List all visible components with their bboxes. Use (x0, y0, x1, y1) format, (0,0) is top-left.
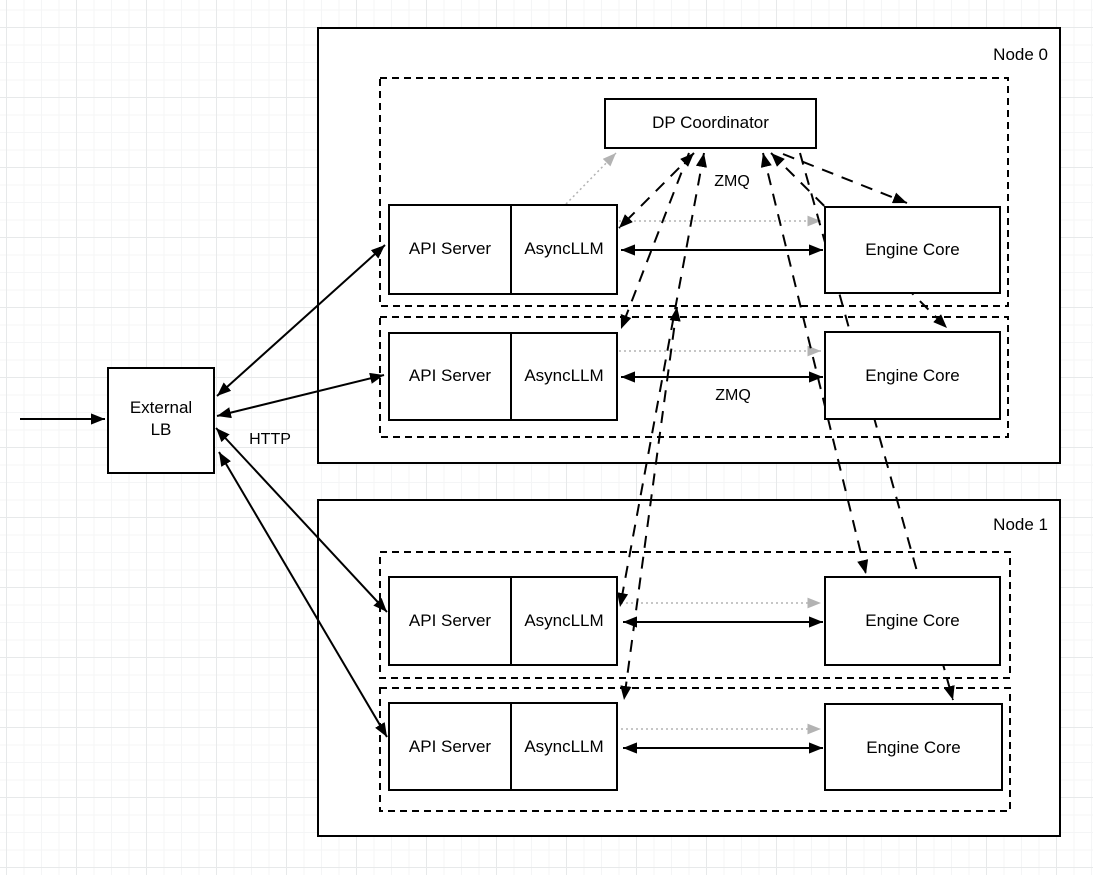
engine-core-label-n0r1: Engine Core (865, 240, 960, 259)
zmq-edge-label-row2: ZMQ (715, 387, 751, 404)
dotted-arrow-asyncllm-to-coordinator (565, 152, 617, 205)
engine-core-box-n1r2 (824, 703, 1003, 791)
dp-coordinator-label: DP Coordinator (652, 113, 769, 132)
engine-core-box-n0r1 (824, 206, 1001, 294)
api-asyncllm-box-n1r1 (388, 576, 618, 666)
arrow-lb-api-n0r2 (216, 372, 385, 419)
api-asyncllm-box-n1r2 (388, 702, 618, 791)
engine-core-label-n0r2: Engine Core (865, 366, 960, 385)
external-lb-line2: LB (150, 420, 172, 439)
external-lb-line1: External (129, 398, 193, 417)
arrow-lb-api-n1r2 (218, 451, 388, 738)
api-server-label-n1r2: API Server (408, 737, 492, 756)
external-lb-box (107, 367, 215, 474)
node1-label: Node 1 (993, 515, 1048, 534)
api-asyncllm-box-n0r1 (388, 204, 618, 295)
node0-label: Node 0 (993, 45, 1048, 64)
engine-core-label-n1r2: Engine Core (866, 738, 961, 757)
asyncllm-label-n0r1: AsyncLLM (524, 239, 604, 258)
api-server-label-n1r1: API Server (408, 611, 492, 630)
engine-core-label-n1r1: Engine Core (865, 611, 960, 630)
asyncllm-label-n1r2: AsyncLLM (524, 737, 604, 756)
external-lb-label: External LB (108, 397, 214, 441)
api-server-label-n0r1: API Server (408, 239, 492, 258)
dp-coordinator-box (604, 98, 817, 149)
asyncllm-label-n1r1: AsyncLLM (524, 611, 604, 630)
engine-core-box-n1r1 (824, 576, 1001, 666)
api-asyncllm-box-n0r2 (388, 332, 618, 421)
asyncllm-label-n0r2: AsyncLLM (524, 366, 604, 385)
api-server-label-n0r2: API Server (408, 366, 492, 385)
zmq-edge-label-row1: ZMQ (714, 173, 750, 190)
http-edge-label: HTTP (249, 431, 291, 448)
dashed-arrow-async-n1r2 (620, 306, 681, 701)
engine-core-box-n0r2 (824, 331, 1001, 420)
arrow-lb-api-n0r1 (216, 244, 386, 397)
